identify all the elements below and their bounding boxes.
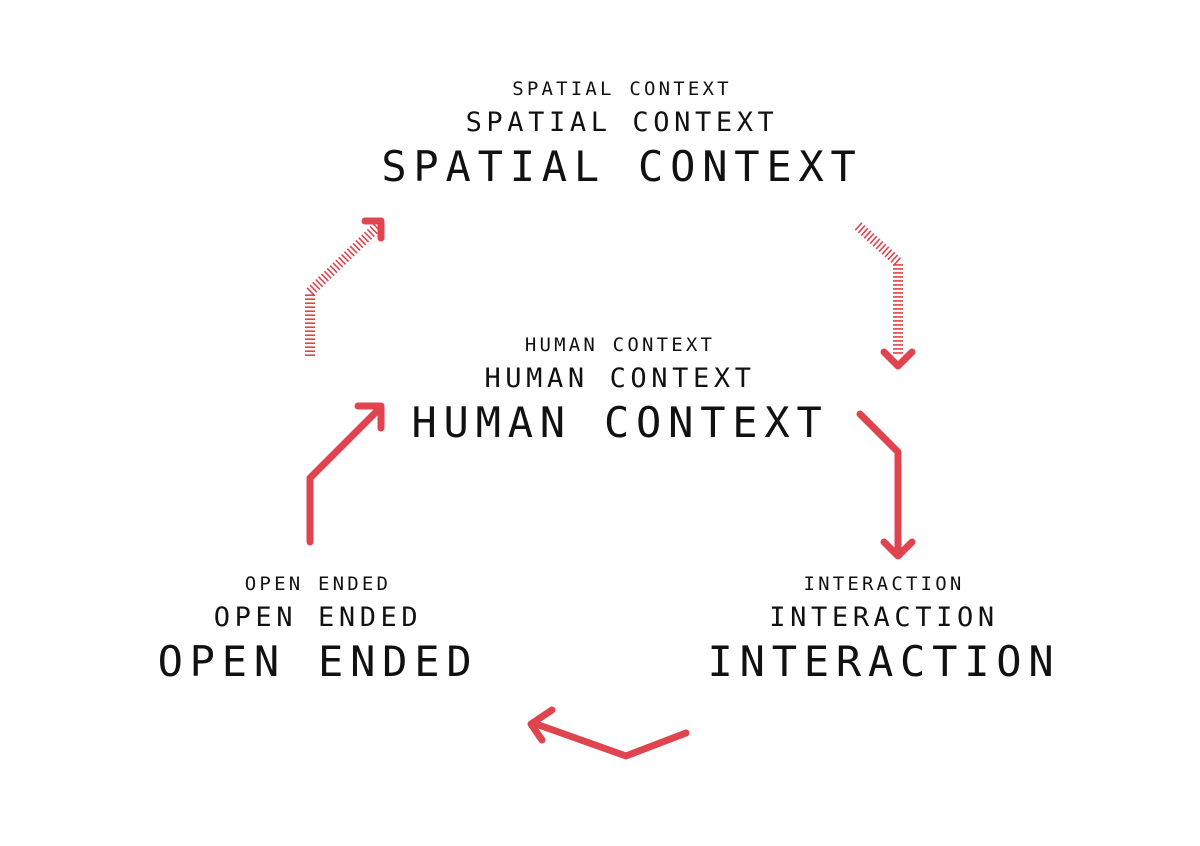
- node-human-context: HUMAN CONTEXT HUMAN CONTEXT HUMAN CONTEX…: [320, 336, 920, 444]
- node-spatial-context: SPATIAL CONTEXT SPATIAL CONTEXT SPATIAL …: [322, 80, 922, 188]
- interaction-label-small: INTERACTION: [803, 573, 965, 595]
- human-context-label-medium: HUMAN CONTEXT: [484, 363, 756, 394]
- arrow-human-to-interaction-shaft: [856, 410, 902, 558]
- arrow-interaction-to-open-ended-head-icon: [527, 706, 556, 744]
- spatial-context-label-medium: SPATIAL CONTEXT: [465, 107, 779, 138]
- human-context-label-large: HUMAN CONTEXT: [411, 398, 829, 447]
- arrow-human-to-spatial-head-icon: [361, 217, 385, 242]
- open-ended-label-large: OPEN ENDED: [157, 637, 479, 686]
- arrow-human-to-interaction-head-icon: [880, 538, 916, 560]
- arrow-open-ended-to-human-head-icon: [354, 402, 385, 432]
- open-ended-label-medium: OPEN ENDED: [213, 602, 423, 633]
- arrow-open-ended-to-human-shaft: [306, 406, 382, 546]
- node-interaction: INTERACTION INTERACTION INTERACTION: [684, 575, 1084, 683]
- arrow-human-to-spatial-shaft: [305, 222, 382, 356]
- arrow-interaction-to-open-ended-shaft: [532, 720, 690, 760]
- open-ended-label-small: OPEN ENDED: [244, 573, 392, 595]
- arrow-spatial-to-human-head-icon: [880, 348, 916, 370]
- node-open-ended: OPEN ENDED OPEN ENDED OPEN ENDED: [118, 575, 518, 683]
- spatial-context-label-small: SPATIAL CONTEXT: [512, 78, 732, 100]
- interaction-label-large: INTERACTION: [707, 637, 1061, 686]
- arrow-spatial-to-human-shaft: [854, 222, 903, 356]
- human-context-label-small: HUMAN CONTEXT: [524, 334, 716, 356]
- spatial-context-label-large: SPATIAL CONTEXT: [381, 142, 863, 191]
- interaction-label-medium: INTERACTION: [769, 602, 999, 633]
